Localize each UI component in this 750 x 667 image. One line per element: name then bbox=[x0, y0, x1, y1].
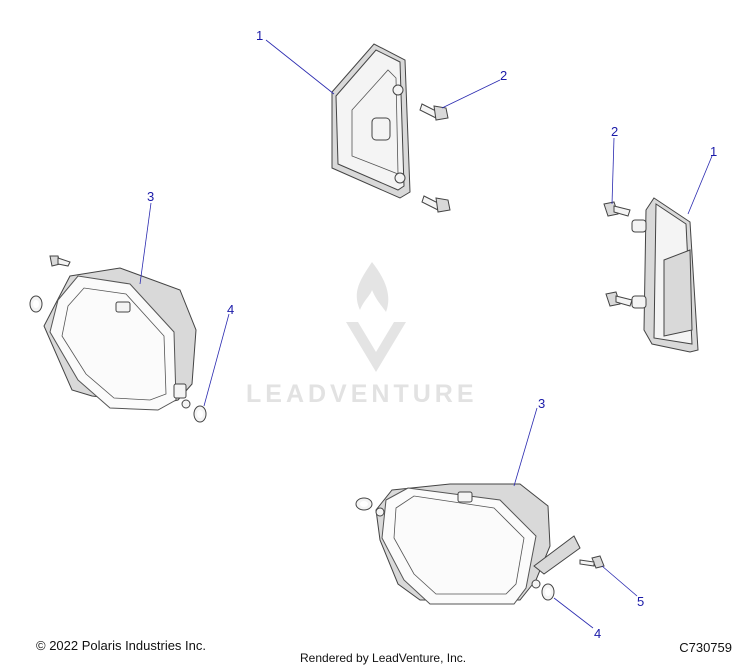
callout-3-bottom: 3 bbox=[538, 396, 545, 411]
part-left-screw bbox=[49, 255, 71, 267]
part-4-left-oring bbox=[193, 405, 207, 423]
leader-2-right bbox=[611, 137, 615, 205]
leader-1-right bbox=[687, 155, 713, 215]
callout-2-right: 2 bbox=[611, 124, 618, 139]
leader-3-left bbox=[139, 202, 152, 285]
callout-1-right: 1 bbox=[710, 144, 717, 159]
flame-logo-icon bbox=[346, 262, 406, 372]
leader-2-top bbox=[441, 79, 501, 109]
callout-4-left: 4 bbox=[227, 302, 234, 317]
leader-4-left bbox=[203, 313, 230, 407]
watermark-text: LEADVENTURE bbox=[246, 380, 478, 408]
part-2-bolt-right-a bbox=[603, 201, 631, 217]
part-3-bottom-headlight bbox=[375, 483, 581, 605]
part-1-top-housing bbox=[331, 43, 411, 199]
callout-1-top: 1 bbox=[256, 28, 263, 43]
part-2-bolt-right-b bbox=[605, 291, 633, 307]
part-bottom-oring-left bbox=[355, 497, 373, 511]
leader-5-bottom bbox=[601, 565, 638, 597]
leadventure-watermark: LEADVENTURE bbox=[246, 262, 478, 408]
callout-4-bottom: 4 bbox=[594, 626, 601, 641]
part-4-bottom-oring bbox=[541, 583, 555, 601]
part-2-bolt-top-a bbox=[419, 103, 449, 121]
rendered-by-credit: Rendered by LeadVenture, Inc. bbox=[300, 651, 467, 665]
callout-2-top: 2 bbox=[500, 68, 507, 83]
part-2-bolt-top-b bbox=[421, 195, 451, 213]
part-left-oring-top bbox=[29, 295, 43, 313]
part-1-right-housing bbox=[631, 197, 699, 353]
part-5-bottom-screw bbox=[579, 555, 605, 569]
copyright-notice: © 2022 Polaris Industries Inc. bbox=[36, 638, 206, 653]
leader-3-bottom bbox=[513, 407, 538, 487]
callout-3-left: 3 bbox=[147, 189, 154, 204]
leader-1-top bbox=[265, 39, 335, 95]
callout-5-bottom: 5 bbox=[637, 594, 644, 609]
leader-lines bbox=[139, 39, 713, 629]
part-3-left-headlight bbox=[43, 267, 197, 411]
figure-id: C730759 bbox=[679, 640, 732, 655]
leader-4-bottom bbox=[553, 597, 594, 629]
